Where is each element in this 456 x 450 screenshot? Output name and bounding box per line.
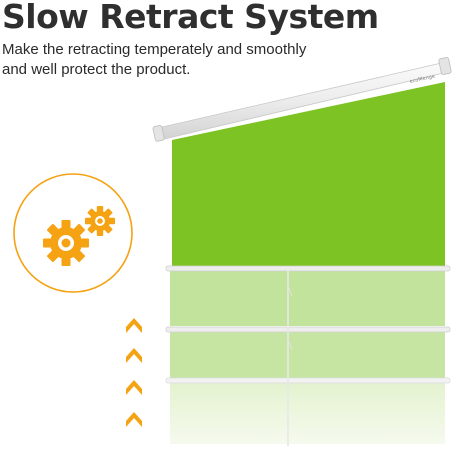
screen-retract-panel-2 bbox=[170, 331, 445, 379]
case-end-cap-right bbox=[438, 57, 452, 75]
page-title: Slow Retract System bbox=[2, 0, 379, 36]
screen-bar-3 bbox=[165, 377, 451, 384]
gears-badge bbox=[13, 173, 133, 293]
chevron-up-icon bbox=[126, 412, 142, 427]
page-subtitle: Make the retracting temperately and smoo… bbox=[2, 40, 332, 80]
screen-surface bbox=[172, 82, 445, 268]
up-arrows bbox=[126, 318, 142, 427]
chevron-up-icon bbox=[126, 318, 142, 333]
screen-bar-1 bbox=[165, 265, 451, 272]
case-end-cap-left bbox=[152, 125, 165, 142]
screen-bar-2 bbox=[165, 326, 451, 333]
projector-screen: ecoMenge bbox=[152, 57, 452, 446]
subtitle-line-2: and well protect the product. bbox=[2, 61, 191, 78]
screen-brand: ecoMenge bbox=[409, 74, 435, 85]
screen-retract-panel-1 bbox=[170, 270, 445, 326]
screen-retract-panel-3 bbox=[170, 382, 445, 444]
chevron-up-icon bbox=[126, 348, 142, 363]
chevron-up-icon bbox=[126, 380, 142, 395]
subtitle-line-1: Make the retracting temperately and smoo… bbox=[2, 41, 307, 58]
gears-icon bbox=[43, 206, 115, 266]
